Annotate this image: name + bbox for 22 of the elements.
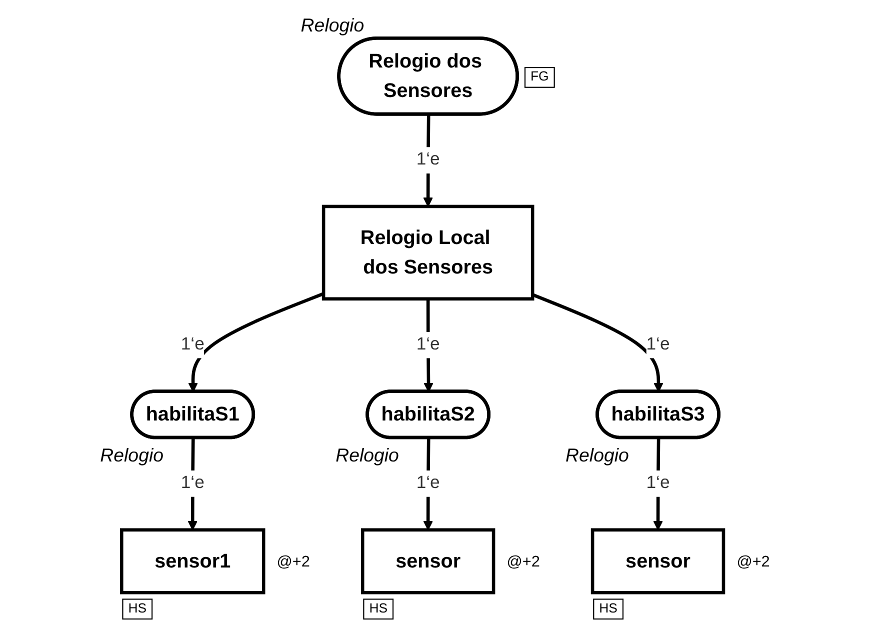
color-set-label: Relogio xyxy=(336,444,399,466)
color-set-label: Relogio xyxy=(100,444,164,466)
tag-box: FG xyxy=(524,66,555,88)
node-box: sensor xyxy=(360,528,496,594)
tag-box: HS xyxy=(122,598,153,620)
delay-label: @+2 xyxy=(506,554,540,571)
tag-box: HS xyxy=(593,598,624,620)
edge-label: 1‘e xyxy=(180,335,204,354)
color-set-label: Relogio xyxy=(566,444,629,466)
edge-label: 1‘e xyxy=(416,474,440,492)
node-box: sensor xyxy=(590,528,726,594)
tag-box: HS xyxy=(363,598,394,620)
node-box: Relogio Local dos Sensores xyxy=(322,204,534,301)
edge-label: 1‘e xyxy=(180,474,204,492)
node-box: sensor1 xyxy=(120,528,266,594)
edge-label: 1‘e xyxy=(416,335,440,354)
edge-label: 1‘e xyxy=(646,474,670,492)
delay-label: @+2 xyxy=(736,554,770,571)
delay-label: @+2 xyxy=(276,554,310,571)
edge-label: 1‘e xyxy=(646,335,670,354)
color-set-label: Relogio xyxy=(300,14,364,36)
edge-label: 1‘e xyxy=(416,150,440,170)
